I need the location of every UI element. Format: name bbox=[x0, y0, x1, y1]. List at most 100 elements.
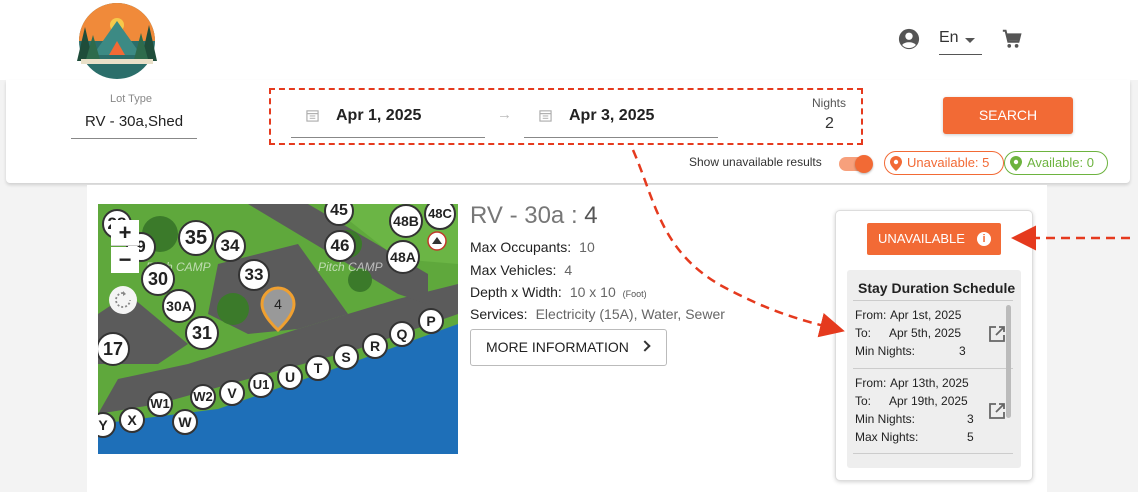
schedule-to-label: To: bbox=[855, 394, 872, 408]
map-site[interactable]: 30 bbox=[141, 262, 175, 296]
stay-duration-schedule bbox=[847, 270, 1021, 468]
calendar-icon bbox=[306, 110, 319, 122]
map-pin-icon bbox=[1010, 156, 1022, 171]
schedule-from-label: From: bbox=[855, 376, 887, 390]
unavailable-status-label: UNAVAILABLE bbox=[878, 231, 965, 246]
schedule-max-label: Max Nights: bbox=[855, 430, 919, 444]
open-in-new-icon[interactable] bbox=[987, 324, 1007, 344]
toggle-knob bbox=[855, 155, 873, 173]
map-pin-icon[interactable]: 4 bbox=[260, 286, 296, 332]
map-site[interactable]: 31 bbox=[185, 316, 219, 350]
map-site[interactable]: U bbox=[277, 364, 303, 390]
services-value: Electricity (15A), Water, Sewer bbox=[535, 306, 725, 322]
dimensions-row: Depth x Width:10 x 10 (Foot) bbox=[470, 284, 647, 300]
dimensions-label: Depth x Width: bbox=[470, 284, 562, 300]
available-filter-chip[interactable]: Available: 0 bbox=[1004, 151, 1108, 175]
map-site[interactable]: 46 bbox=[324, 230, 356, 262]
map-site[interactable]: Y bbox=[98, 412, 116, 438]
reset-rotation-button[interactable] bbox=[109, 286, 137, 314]
calendar-icon bbox=[539, 110, 552, 122]
map-site[interactable]: T bbox=[305, 355, 331, 381]
schedule-title: Stay Duration Schedule bbox=[858, 280, 1016, 296]
schedule-from-value: Apr 13th, 2025 bbox=[890, 376, 969, 390]
lot-type-select[interactable]: RV - 30a,Shed bbox=[71, 110, 197, 139]
divider bbox=[853, 453, 1013, 454]
schedule-max-value: 5 bbox=[967, 430, 974, 444]
map-site[interactable]: 48A bbox=[386, 240, 420, 274]
start-date-value: Apr 1, 2025 bbox=[336, 107, 422, 124]
map-watermark: Pitch CAMP bbox=[318, 260, 383, 274]
search-panel bbox=[6, 80, 1130, 183]
open-in-new-icon[interactable] bbox=[987, 401, 1007, 421]
language-value: En bbox=[939, 29, 959, 46]
map-site[interactable]: 48B bbox=[389, 204, 423, 238]
arrow-right-icon: → bbox=[497, 106, 512, 123]
map-site[interactable]: 30A bbox=[162, 289, 196, 323]
map-site[interactable]: X bbox=[119, 407, 145, 433]
pitch-camp-logo[interactable] bbox=[71, 3, 163, 81]
map-site[interactable]: W1 bbox=[147, 391, 173, 417]
schedule-min-value: 3 bbox=[967, 412, 974, 426]
map-site[interactable]: 17 bbox=[98, 332, 130, 366]
info-icon[interactable]: i bbox=[977, 232, 991, 246]
show-unavailable-toggle[interactable] bbox=[839, 155, 873, 173]
schedule-from-label: From: bbox=[855, 308, 887, 322]
show-unavailable-label: Show unavailable results bbox=[689, 155, 822, 169]
map-site[interactable]: 34 bbox=[214, 230, 246, 262]
divider bbox=[853, 368, 1013, 369]
schedule-to-value: Apr 5th, 2025 bbox=[889, 326, 962, 340]
schedule-min-value: 3 bbox=[959, 344, 966, 358]
map-site[interactable]: Q bbox=[389, 321, 415, 347]
max-vehicles-row: Max Vehicles: 4 bbox=[470, 262, 572, 278]
top-bar bbox=[0, 0, 1138, 80]
site-title: RV - 30a : 4 bbox=[470, 202, 598, 230]
zoom-out-button[interactable]: − bbox=[111, 247, 139, 273]
map-site[interactable]: P bbox=[418, 308, 444, 334]
nights-value[interactable]: 2 bbox=[825, 115, 834, 132]
map-site[interactable]: U1 bbox=[248, 372, 274, 398]
more-information-button[interactable]: MORE INFORMATION bbox=[470, 329, 667, 366]
map-pin-icon bbox=[890, 156, 902, 171]
unavailable-filter-chip[interactable]: Unavailable: 5 bbox=[884, 151, 1004, 175]
divider bbox=[853, 300, 1013, 301]
schedule-to-value: Apr 19th, 2025 bbox=[889, 394, 968, 408]
schedule-from-value: Apr 1st, 2025 bbox=[890, 308, 962, 322]
group-site-icon bbox=[427, 231, 447, 251]
schedule-scrollbar[interactable] bbox=[1006, 305, 1011, 418]
map-site[interactable]: W2 bbox=[190, 384, 216, 410]
map-site[interactable]: 48C bbox=[424, 204, 456, 230]
map-site[interactable]: 45 bbox=[324, 204, 354, 226]
rotate-icon bbox=[115, 291, 131, 308]
more-information-label: MORE INFORMATION bbox=[486, 339, 629, 355]
start-date-field[interactable]: Apr 1, 2025 bbox=[291, 101, 485, 138]
campground-map[interactable]: Pitch CAMP Pitch CAMP 28 35 34 45 46 48B… bbox=[98, 204, 458, 454]
site-number: 4 bbox=[584, 202, 598, 229]
nights-label: Nights bbox=[812, 96, 847, 110]
date-range-highlight bbox=[269, 88, 863, 145]
cart-icon[interactable] bbox=[1001, 28, 1023, 50]
schedule-to-label: To: bbox=[855, 326, 872, 340]
zoom-in-button[interactable]: + bbox=[111, 220, 139, 246]
language-select[interactable]: En bbox=[939, 29, 982, 55]
map-site[interactable]: V bbox=[219, 380, 245, 406]
annotation-arrow bbox=[631, 149, 845, 338]
max-occupants-value: 10 bbox=[579, 239, 595, 255]
schedule-min-label: Min Nights: bbox=[855, 412, 916, 426]
dimensions-value: 10 x 10 bbox=[569, 284, 616, 300]
search-button[interactable]: SEARCH bbox=[943, 97, 1073, 134]
schedule-min-label: Min Nights: bbox=[855, 344, 916, 358]
account-circle-icon[interactable] bbox=[898, 28, 920, 50]
map-site[interactable]: R bbox=[362, 333, 388, 359]
services-label: Services: bbox=[470, 306, 528, 322]
map-site[interactable]: 35 bbox=[178, 220, 214, 256]
lot-type-title: RV - 30a : bbox=[470, 202, 578, 229]
map-site[interactable]: 33 bbox=[238, 259, 270, 291]
end-date-field[interactable]: Apr 3, 2025 bbox=[524, 101, 718, 138]
unavailable-status-button[interactable]: UNAVAILABLE i bbox=[867, 223, 1001, 255]
map-site[interactable]: S bbox=[333, 344, 359, 370]
max-vehicles-label: Max Vehicles: bbox=[470, 262, 557, 278]
map-site[interactable]: W bbox=[172, 409, 198, 435]
max-occupants-row: Max Occupants:10 bbox=[470, 239, 595, 255]
max-vehicles-value: 4 bbox=[564, 262, 573, 278]
